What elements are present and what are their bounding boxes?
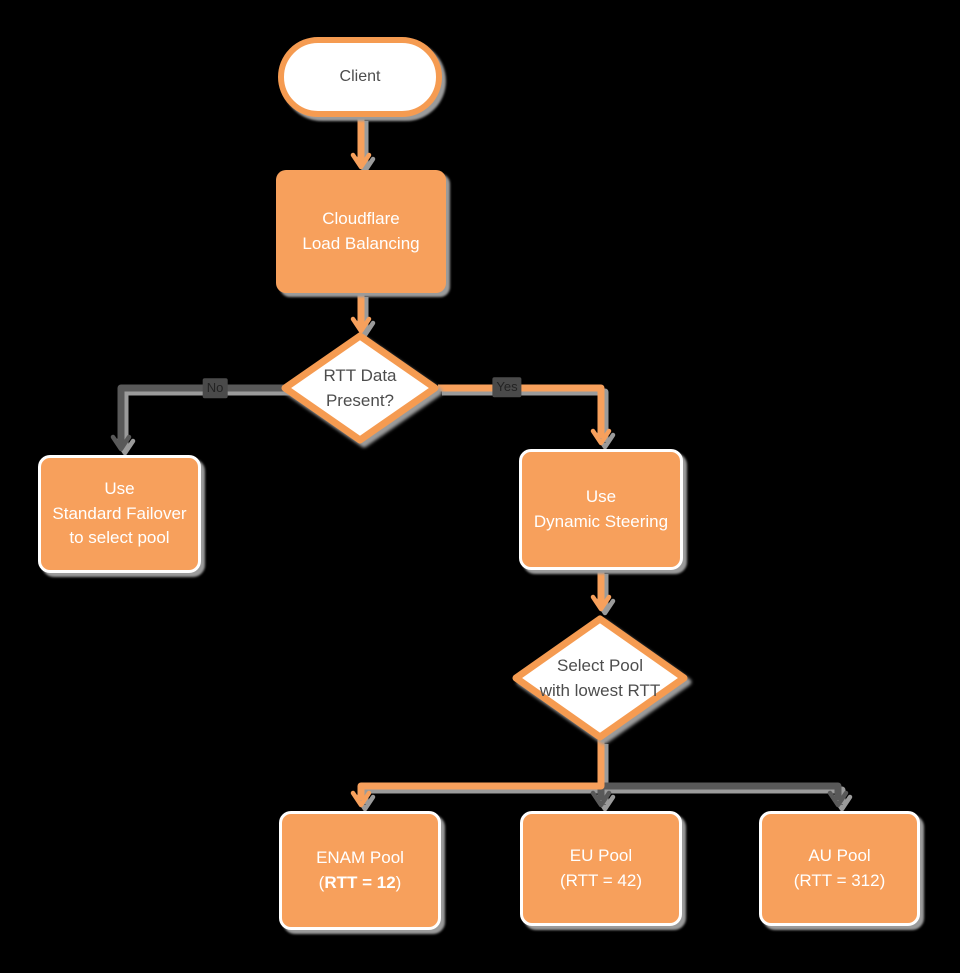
node-rtt-line2: Present? (325, 391, 395, 410)
node-dynamic-steering-line2: Dynamic Steering (533, 511, 669, 531)
node-load-balancer-line1: Cloudflare (322, 208, 400, 228)
node-rtt-decision: RTT Data Present? (280, 331, 440, 445)
node-client: Client (278, 37, 442, 117)
node-au-pool: AU Pool (RTT = 312) (759, 811, 920, 926)
edge-rtt-no-to-failover (110, 384, 287, 452)
node-dynamic-steering-line1: Use (585, 486, 617, 506)
edge-client-to-lb (350, 117, 372, 170)
enam-rtt-value: RTT = 12 (324, 872, 396, 892)
node-standard-failover-line2: Standard Failover (52, 503, 187, 523)
edge-label-no: No (202, 378, 228, 398)
edge-select-to-enam (350, 740, 605, 808)
pool-diamond-shape (512, 615, 688, 741)
connector-shadows (114, 121, 853, 812)
node-standard-failover: Use Standard Failover to select pool (38, 455, 201, 573)
edge-select-to-au (601, 782, 849, 808)
node-enam-pool-line1: ENAM Pool (316, 847, 404, 867)
node-dynamic-steering: Use Dynamic Steering (519, 449, 683, 570)
node-standard-failover-line1: Use (104, 479, 135, 499)
node-standard-failover-line3: to select pool (69, 528, 170, 548)
node-client-label: Client (339, 68, 381, 85)
node-pool-decision: Select Pool with lowest RTT (511, 614, 689, 742)
node-enam-pool: ENAM Pool (RTT = 12) (279, 811, 441, 930)
node-eu-pool: EU Pool (RTT = 42) (520, 811, 682, 926)
node-pool-decision-line2: with lowest RTT (539, 681, 661, 700)
rtt-diamond-shape (281, 332, 439, 444)
node-au-pool-line1: AU Pool (808, 845, 871, 865)
edge-rtt-yes-to-steering (438, 384, 612, 446)
edge-label-yes: Yes (492, 377, 522, 397)
edge-steering-to-select (590, 570, 612, 612)
node-enam-pool-line2: (RTT = 12) (318, 872, 402, 892)
node-load-balancer: Cloudflare Load Balancing (276, 170, 446, 293)
node-au-pool-line2: (RTT = 312) (793, 870, 886, 890)
node-load-balancer-line2: Load Balancing (302, 233, 420, 253)
node-pool-decision-line1: Select Pool (556, 655, 643, 675)
node-eu-pool-line2: (RTT = 42) (559, 870, 643, 890)
node-eu-pool-line1: EU Pool (569, 845, 633, 865)
edge-lb-to-rtt (350, 293, 372, 334)
node-rtt-line1: RTT Data (323, 365, 397, 385)
